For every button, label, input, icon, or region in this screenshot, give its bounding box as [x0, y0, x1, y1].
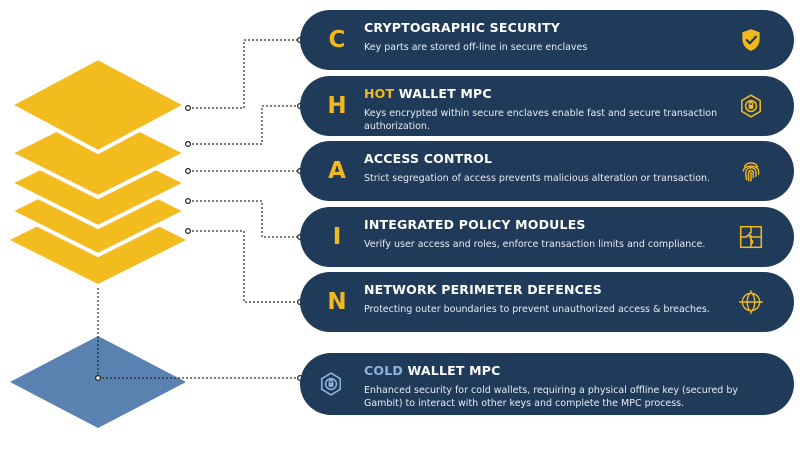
card-description: Enhanced security for cold wallets, requ…: [364, 385, 739, 409]
card-access-control: A ACCESS CONTROL Strict segregation of a…: [300, 141, 794, 201]
connector-dot: [185, 104, 192, 111]
connector-h: [188, 105, 300, 145]
connector-dot: [185, 168, 192, 175]
card-integrated-policy-modules: I INTEGRATED POLICY MODULES Verify user …: [300, 207, 794, 267]
secure-network-icon: [321, 372, 341, 396]
card-description: Protecting outer boundaries to prevent u…: [364, 304, 710, 315]
card-description: Key parts are stored off-line in secure …: [364, 42, 588, 53]
globe-target-icon: [739, 290, 763, 314]
connector-dot: [185, 198, 192, 205]
card-network-perimeter-defences: N NETWORK PERIMETER DEFENCES Protecting …: [300, 272, 794, 332]
card-cold-wallet-mpc: COLD WALLET MPC Enhanced security for co…: [300, 353, 794, 415]
connector-i: [188, 200, 300, 238]
connector-dot: [185, 141, 192, 148]
card-title: INTEGRATED POLICY MODULES: [364, 217, 586, 232]
secure-network-icon: [741, 94, 761, 118]
card-letter: N: [327, 289, 347, 315]
layer-shape-1: [5, 55, 191, 155]
card-hot-wallet-mpc: H HOT WALLET MPC Keys encrypted within s…: [300, 76, 794, 136]
connector-n: [188, 230, 300, 303]
card-title: COLD WALLET MPC: [364, 363, 501, 378]
card-title: CRYPTOGRAPHIC SECURITY: [364, 20, 560, 35]
card-title: ACCESS CONTROL: [364, 151, 493, 166]
cold-layer-shape: [10, 336, 186, 428]
card-letter: C: [328, 27, 346, 53]
card-cryptographic-security: C CRYPTOGRAPHIC SECURITY Key parts are s…: [300, 10, 794, 70]
card-title: HOT WALLET MPC: [364, 86, 492, 101]
card-description: Keys encrypted within secure enclaves en…: [364, 108, 718, 132]
shield-check-icon: [742, 29, 760, 51]
card-description: Verify user access and roles, enforce tr…: [364, 239, 706, 250]
card-description: Strict segregation of access prevents ma…: [364, 173, 711, 184]
card-letter: H: [327, 93, 347, 119]
card-letter: I: [332, 224, 342, 250]
puzzle-icon: [739, 225, 763, 249]
connector-dot: [185, 228, 192, 235]
card-title: NETWORK PERIMETER DEFENCES: [364, 282, 602, 297]
connector-c: [188, 39, 300, 109]
fingerprint-icon: [742, 162, 760, 182]
card-letter: A: [328, 158, 346, 184]
connector-dot: [94, 375, 101, 382]
